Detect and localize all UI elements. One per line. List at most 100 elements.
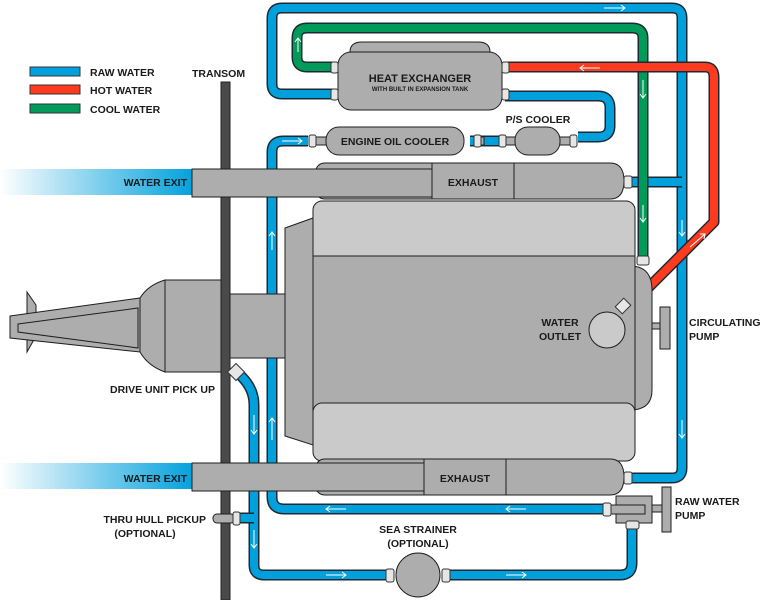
drive-unit bbox=[9, 279, 286, 373]
expansion-tank bbox=[349, 41, 491, 53]
oil-cooler-body bbox=[325, 126, 465, 156]
fitting bbox=[501, 61, 510, 74]
fitting bbox=[308, 134, 317, 148]
ps-cooler: P/S COOLER bbox=[498, 114, 578, 156]
water-exit-stream-top bbox=[0, 169, 195, 195]
drive-gimbal bbox=[164, 279, 222, 373]
flow-arrow-right-icon bbox=[326, 571, 347, 579]
raw-water-pump-label-1: RAW WATER bbox=[675, 496, 740, 508]
flow-arrow-up-icon bbox=[294, 37, 302, 52]
fitting bbox=[625, 520, 640, 530]
exhaust-pipe-top bbox=[191, 168, 433, 198]
flow-arrow-right-icon bbox=[604, 4, 626, 12]
flow-arrow-down-icon bbox=[250, 530, 258, 549]
raw-water-pipe-pump-return bbox=[268, 490, 606, 513]
transom-label: TRANSOM bbox=[192, 68, 245, 80]
fitting bbox=[614, 297, 632, 315]
hot-water-pipe bbox=[505, 63, 718, 311]
drive-bell bbox=[139, 279, 166, 373]
sea-strainer-label-1: SEA STRAINER bbox=[379, 524, 457, 536]
thru-hull-fitting bbox=[212, 513, 236, 524]
legend-swatch-raw-water bbox=[29, 66, 81, 77]
flywheel-housing bbox=[284, 217, 314, 446]
circulating-pump-pulley bbox=[659, 306, 671, 350]
legend-item-hot-water: HOT WATER bbox=[29, 84, 153, 97]
raw-water-pipe-ps-cooler bbox=[505, 92, 614, 141]
engine-valve-cover-bottom bbox=[312, 402, 636, 462]
engine-body bbox=[312, 255, 636, 417]
ps-cooler-body bbox=[514, 126, 561, 156]
circulating-pump-label-2: PUMP bbox=[689, 331, 719, 343]
fitting bbox=[473, 134, 482, 148]
raw-water-pump-label-2: PUMP bbox=[675, 510, 705, 522]
engine-block bbox=[312, 200, 636, 462]
fitting bbox=[232, 511, 241, 526]
water-outlet: WATER OUTLET bbox=[539, 297, 632, 349]
raw-water-pump-shaft bbox=[651, 504, 663, 513]
flow-arrow-left-icon bbox=[325, 505, 346, 513]
flow-arrow-down-icon bbox=[639, 205, 647, 223]
legend: RAW WATER HOT WATER COOL WATER bbox=[29, 66, 161, 116]
heat-exchanger-body bbox=[337, 51, 503, 111]
water-exit-top-label: WATER EXIT bbox=[124, 177, 188, 189]
fitting bbox=[441, 568, 451, 583]
thru-hull-pickup: THRU HULL PICKUP (OPTIONAL) bbox=[104, 511, 241, 540]
cool-water-pipe bbox=[293, 24, 647, 256]
pipes bbox=[236, 2, 720, 581]
oil-cooler-label: ENGINE OIL COOLER bbox=[341, 136, 450, 148]
fitting bbox=[636, 255, 650, 266]
flow-arrow-up-icon bbox=[268, 231, 276, 250]
exhaust-pipe-bottom bbox=[191, 462, 425, 492]
drive-unit-pickup-label: DRIVE UNIT PICK UP bbox=[110, 384, 215, 396]
legend-item-cool-water: COOL WATER bbox=[29, 103, 161, 116]
drive-propeller-shaft bbox=[17, 307, 139, 349]
fitting bbox=[385, 568, 395, 583]
fitting bbox=[330, 61, 339, 74]
flow-arrow-down-icon bbox=[639, 80, 647, 99]
flow-arrow-down-icon bbox=[678, 220, 686, 237]
fitting bbox=[623, 175, 633, 189]
circulating-pump-label-1: CIRCULATING bbox=[689, 317, 761, 329]
fitting bbox=[569, 134, 578, 148]
flow-arrow-right-icon bbox=[506, 571, 527, 579]
raw-water-pipe-drive-pickup bbox=[237, 372, 390, 579]
fitting bbox=[330, 88, 339, 101]
heat-exchanger: HEAT EXCHANGER WITH BUILT IN EXPANSION T… bbox=[330, 41, 510, 111]
raw-water-pump-inlet bbox=[608, 504, 646, 515]
drive-housing-inner bbox=[229, 293, 286, 359]
raw-water-pipe-main-loop bbox=[268, 4, 686, 482]
circulating-pump-shaft bbox=[651, 322, 661, 330]
engine-oil-cooler: ENGINE OIL COOLER bbox=[308, 126, 485, 156]
legend-label-cool-water: COOL WATER bbox=[90, 104, 161, 116]
legend-label-hot-water: HOT WATER bbox=[90, 85, 153, 97]
legend-item-raw-water: RAW WATER bbox=[29, 66, 155, 79]
fitting bbox=[498, 134, 507, 148]
legend-label-raw-water: RAW WATER bbox=[90, 67, 155, 79]
sea-strainer: SEA STRAINER (OPTIONAL) bbox=[379, 524, 457, 598]
flow-arrow-right-icon bbox=[282, 137, 303, 145]
flow-arrow-diag-icon bbox=[689, 233, 706, 248]
flow-arrow-down-icon bbox=[678, 420, 686, 439]
flow-arrow-down-icon bbox=[250, 415, 258, 435]
sea-strainer-label-2: (OPTIONAL) bbox=[387, 538, 448, 550]
sea-strainer-body bbox=[395, 552, 441, 598]
fitting bbox=[226, 362, 246, 382]
thru-hull-label-1: THRU HULL PICKUP bbox=[104, 514, 206, 526]
flow-arrows bbox=[250, 4, 706, 579]
heat-exchanger-label: HEAT EXCHANGER bbox=[369, 73, 472, 85]
flow-arrow-left-icon bbox=[579, 64, 600, 72]
raw-water-pipe-strainer-to-pump bbox=[446, 526, 636, 579]
flow-arrow-left-icon bbox=[505, 505, 526, 513]
exhaust-bottom-label: EXHAUST bbox=[440, 473, 491, 485]
raw-water-pump-pulley bbox=[661, 486, 672, 533]
exhaust-riser-top bbox=[431, 162, 515, 200]
legend-swatch-cool-water bbox=[29, 103, 81, 114]
thru-hull-label-2: (OPTIONAL) bbox=[114, 528, 175, 540]
exhaust-top-label: EXHAUST bbox=[448, 177, 499, 189]
exhaust-riser-bottom bbox=[423, 458, 507, 496]
heat-exchanger-sublabel: WITH BUILT IN EXPANSION TANK bbox=[372, 87, 469, 93]
fitting bbox=[623, 471, 633, 485]
fitting bbox=[602, 502, 612, 517]
legend-swatch-hot-water bbox=[29, 84, 81, 95]
